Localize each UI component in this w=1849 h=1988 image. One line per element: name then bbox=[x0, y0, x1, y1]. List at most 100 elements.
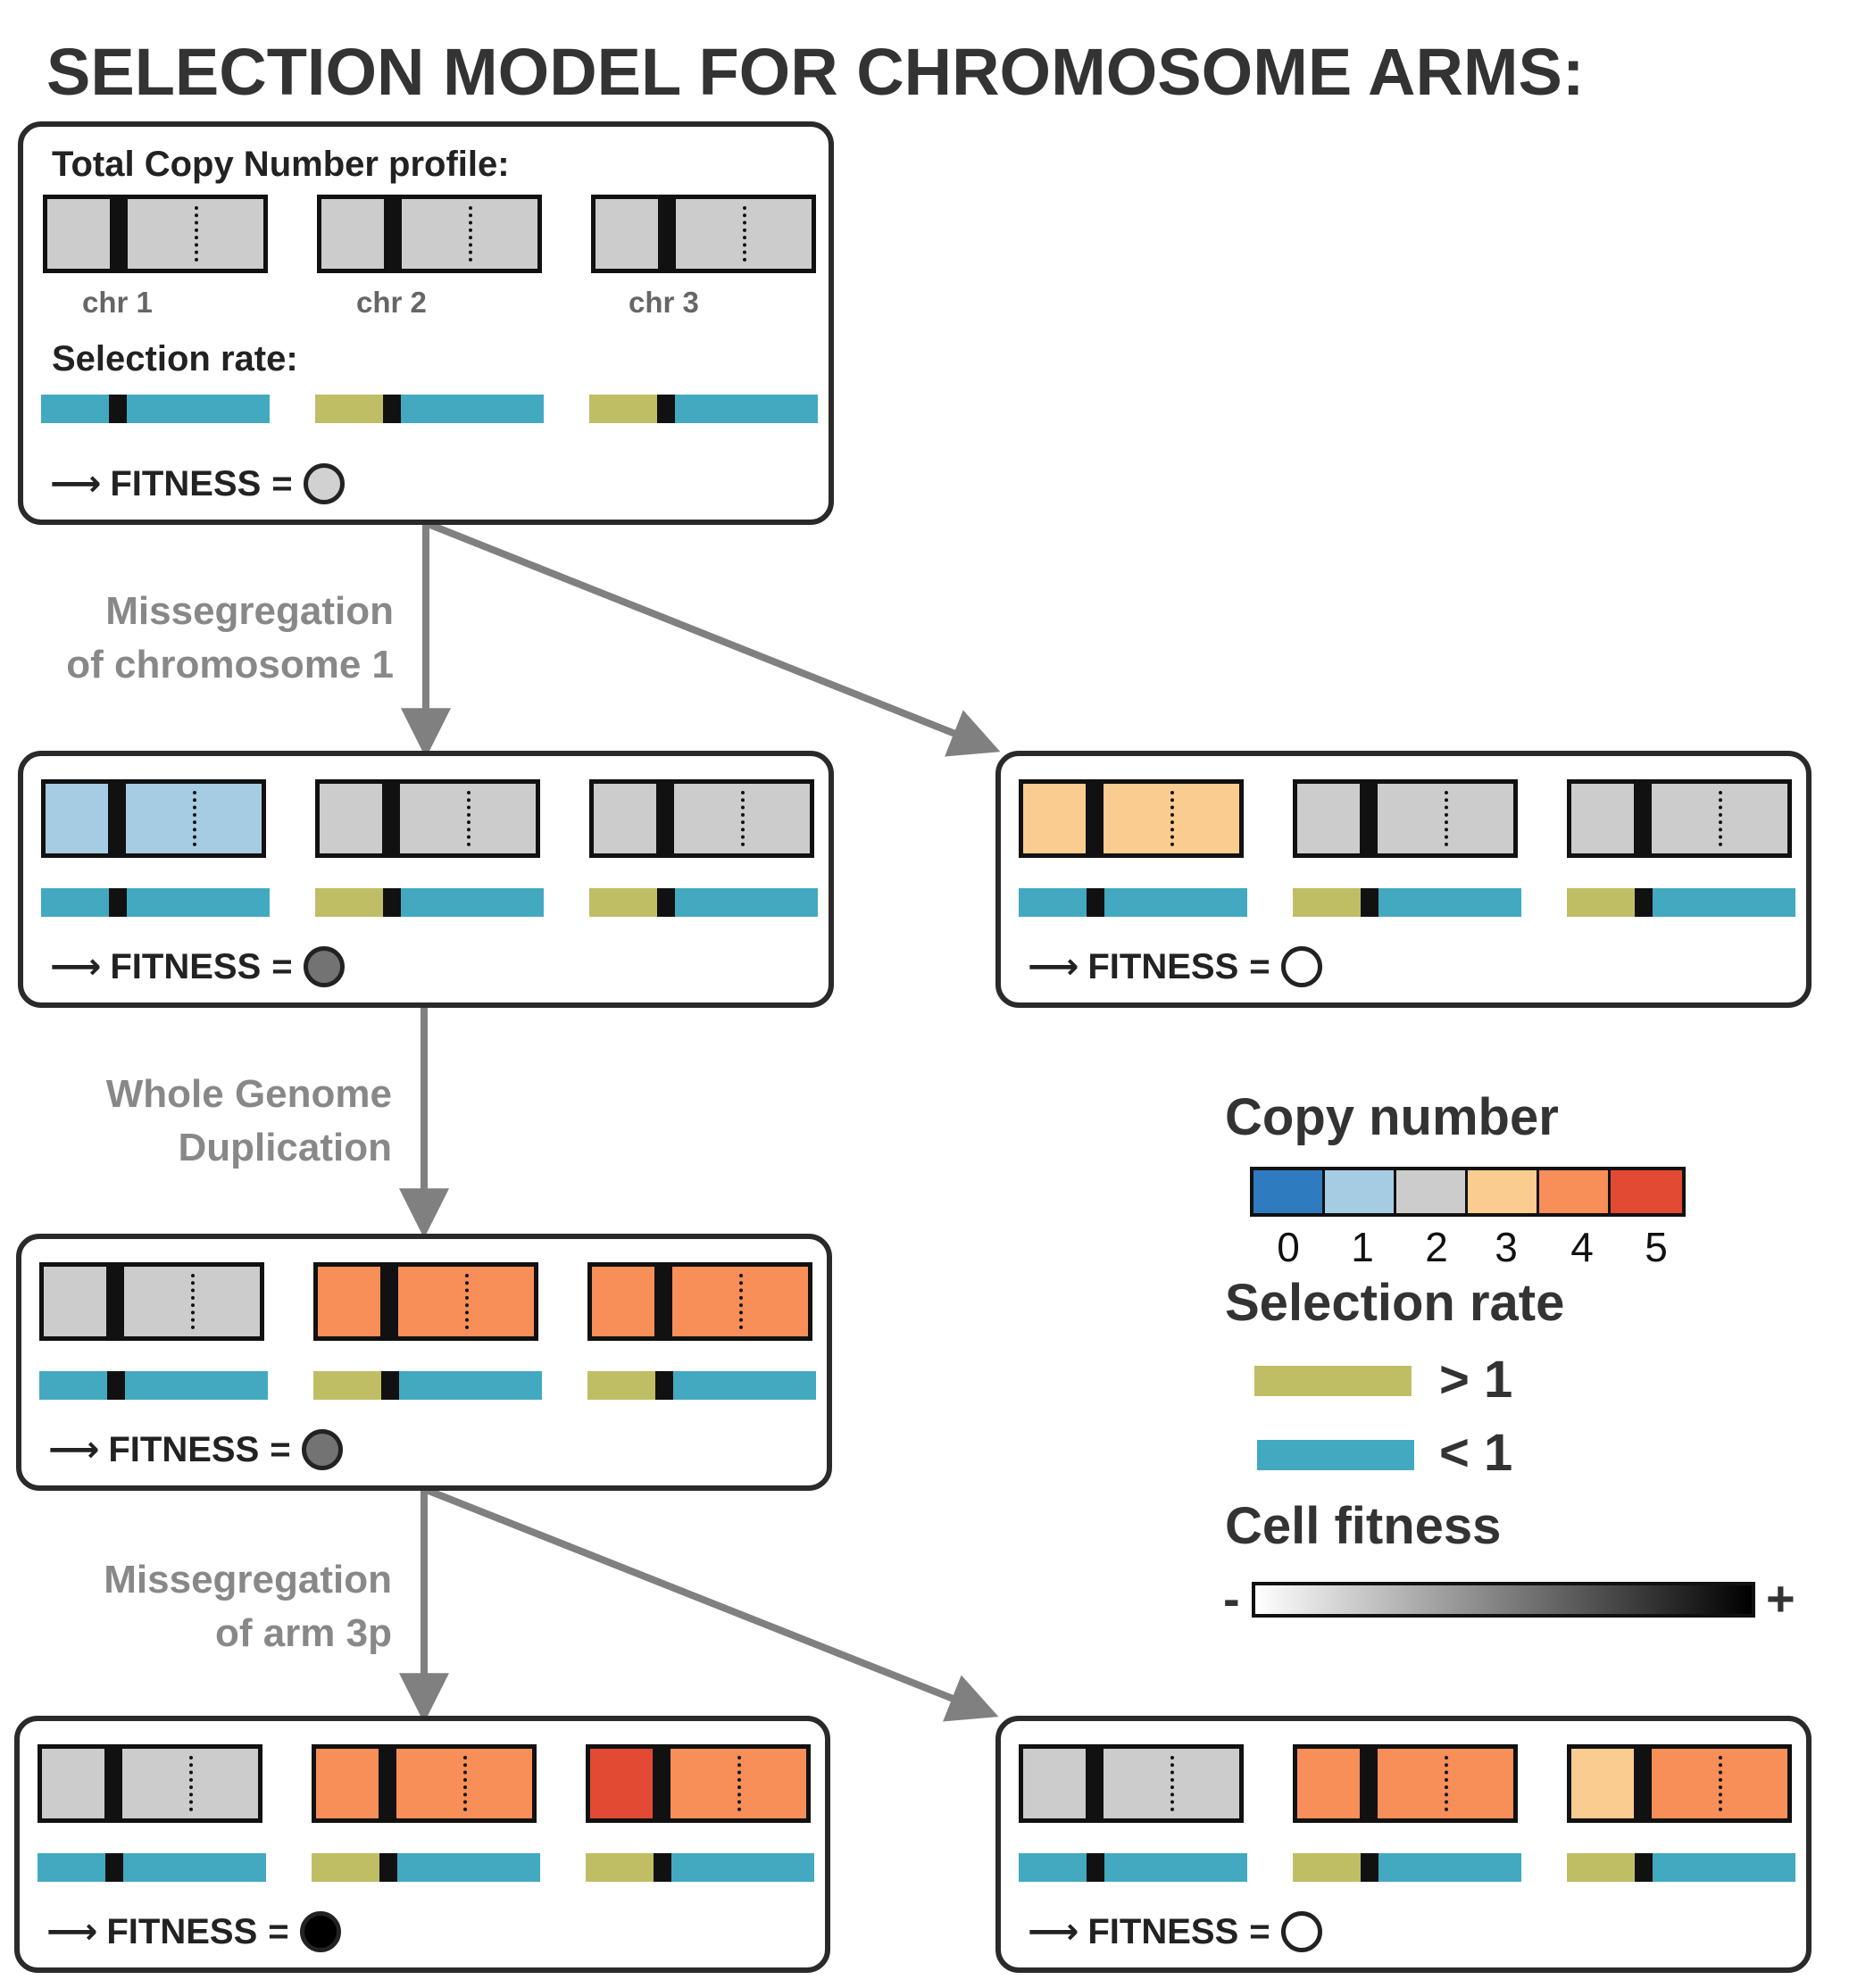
cn-tick-5: 5 bbox=[1645, 1224, 1668, 1270]
cn-swatch-0 bbox=[1253, 1170, 1325, 1213]
chromosome-2 bbox=[1293, 779, 1518, 858]
equals-sign: = bbox=[271, 463, 293, 503]
cn-tick-3: 3 bbox=[1495, 1224, 1518, 1270]
selection-bar-2 bbox=[313, 1371, 542, 1400]
selection-bar-3 bbox=[589, 888, 818, 917]
right-arrow-icon: ⟶ bbox=[1028, 947, 1079, 986]
chromosome-1 bbox=[39, 1262, 264, 1341]
selection-bar-3 bbox=[586, 1853, 814, 1882]
chromosome-3 bbox=[589, 779, 814, 858]
selection-bar-1 bbox=[1019, 1853, 1247, 1882]
chromosome-3 bbox=[1567, 1744, 1792, 1823]
chromosome-2 bbox=[313, 1262, 538, 1341]
arrow-wgd-to-loss3p bbox=[422, 1485, 999, 1722]
chromosome-3 bbox=[586, 1744, 811, 1823]
legend-cell-fitness-title: Cell fitness bbox=[1225, 1497, 1502, 1555]
fitness-row: ⟶ FITNESS = bbox=[1028, 1907, 1322, 1957]
chr-2-label: chr 2 bbox=[356, 286, 427, 319]
fitness-row: ⟶ FITNESS = bbox=[46, 1907, 341, 1957]
cn-swatch-4 bbox=[1539, 1170, 1611, 1213]
fitness-minus-sign: - bbox=[1223, 1570, 1240, 1626]
arrow-root-to-gain1 bbox=[424, 520, 1001, 757]
legend-selection-rate-title: Selection rate bbox=[1225, 1274, 1565, 1332]
chromosome-2 bbox=[317, 195, 542, 273]
selection-bar-3 bbox=[1567, 1853, 1795, 1882]
selection-bar-1 bbox=[39, 1371, 268, 1400]
copy-number-color-scale bbox=[1250, 1167, 1686, 1217]
panel-root: Total Copy Number profile: chr 1 chr 2 c… bbox=[18, 121, 834, 525]
selection-bar-3 bbox=[587, 1371, 816, 1400]
equals-sign: = bbox=[1249, 1911, 1270, 1951]
chromosome-3 bbox=[1567, 779, 1792, 858]
equals-sign: = bbox=[268, 1911, 289, 1951]
right-arrow-icon: ⟶ bbox=[48, 1430, 100, 1469]
fitness-circle bbox=[299, 1911, 341, 1952]
chromosome-1 bbox=[43, 195, 268, 273]
chromosome-2 bbox=[1293, 1744, 1518, 1823]
fitness-gradient-bar bbox=[1252, 1582, 1755, 1618]
fitness-label: FITNESS bbox=[110, 463, 262, 503]
diagram-title: SELECTION MODEL FOR CHROMOSOME ARMS: bbox=[46, 35, 1585, 109]
panel-loss-chr1: ⟶ FITNESS = bbox=[18, 751, 834, 1008]
fitness-circle bbox=[301, 1429, 343, 1470]
selection-low-label: < 1 bbox=[1439, 1424, 1513, 1482]
selection-bar-2 bbox=[1293, 1853, 1521, 1882]
panel-loss-arm-3p: ⟶ FITNESS = bbox=[995, 1716, 1812, 1973]
selection-high-label: > 1 bbox=[1439, 1351, 1513, 1409]
selection-bar-1 bbox=[1019, 888, 1247, 917]
cn-tick-2: 2 bbox=[1425, 1224, 1448, 1270]
fitness-circle bbox=[303, 463, 345, 504]
fitness-label: FITNESS bbox=[110, 946, 262, 986]
fitness-circle bbox=[1280, 946, 1322, 987]
cn-swatch-3 bbox=[1468, 1170, 1539, 1213]
selection-bar-2 bbox=[315, 395, 544, 423]
right-arrow-icon: ⟶ bbox=[1028, 1912, 1079, 1951]
fitness-label: FITNESS bbox=[1087, 1911, 1239, 1951]
selection-bar-2 bbox=[312, 1853, 540, 1882]
cn-swatch-2 bbox=[1396, 1170, 1468, 1213]
panel-gain-arm-3p: ⟶ FITNESS = bbox=[14, 1716, 830, 1973]
equals-sign: = bbox=[1249, 946, 1270, 986]
chromosome-1 bbox=[37, 1744, 262, 1823]
panel-whole-genome-duplication: ⟶ FITNESS = bbox=[16, 1234, 832, 1491]
chr-3-label: chr 3 bbox=[629, 286, 699, 319]
selection-bar-2 bbox=[1293, 888, 1521, 917]
legend-copy-number-title: Copy number bbox=[1225, 1088, 1559, 1146]
chromosome-1 bbox=[1019, 1744, 1244, 1823]
cn-tick-4: 4 bbox=[1570, 1224, 1594, 1270]
fitness-label: FITNESS bbox=[1087, 946, 1239, 986]
selection-bar-2 bbox=[315, 888, 544, 917]
fitness-label: FITNESS bbox=[108, 1429, 260, 1469]
fitness-circle bbox=[303, 946, 345, 987]
profile-label: Total Copy Number profile: bbox=[52, 145, 510, 184]
cn-swatch-5 bbox=[1611, 1170, 1682, 1213]
cn-tick-1: 1 bbox=[1351, 1224, 1374, 1270]
chromosome-3 bbox=[591, 195, 816, 273]
right-arrow-icon: ⟶ bbox=[50, 947, 102, 986]
fitness-row: ⟶ FITNESS = bbox=[48, 1425, 343, 1475]
equals-sign: = bbox=[271, 946, 293, 986]
selection-bar-1 bbox=[37, 1853, 266, 1882]
chromosome-2 bbox=[315, 779, 540, 858]
panel-gain-chr1: ⟶ FITNESS = bbox=[995, 751, 1812, 1008]
selection-bar-1 bbox=[41, 888, 270, 917]
cn-swatch-1 bbox=[1325, 1170, 1396, 1213]
selection-low-swatch bbox=[1257, 1440, 1414, 1470]
fitness-plus-sign: + bbox=[1766, 1570, 1795, 1626]
right-arrow-icon: ⟶ bbox=[46, 1912, 98, 1951]
chromosome-3 bbox=[587, 1262, 812, 1341]
selection-bar-1 bbox=[41, 395, 270, 423]
fitness-row: ⟶ FITNESS = bbox=[50, 942, 345, 992]
fitness-row: ⟶ FITNESS = bbox=[50, 459, 345, 509]
fitness-label: FITNESS bbox=[106, 1911, 258, 1951]
chromosome-1 bbox=[1019, 779, 1244, 858]
fitness-circle bbox=[1280, 1911, 1322, 1952]
selection-bar-3 bbox=[589, 395, 818, 423]
fitness-row: ⟶ FITNESS = bbox=[1028, 942, 1322, 992]
right-arrow-icon: ⟶ bbox=[50, 464, 102, 503]
chromosome-1 bbox=[41, 779, 266, 858]
equals-sign: = bbox=[270, 1429, 291, 1469]
